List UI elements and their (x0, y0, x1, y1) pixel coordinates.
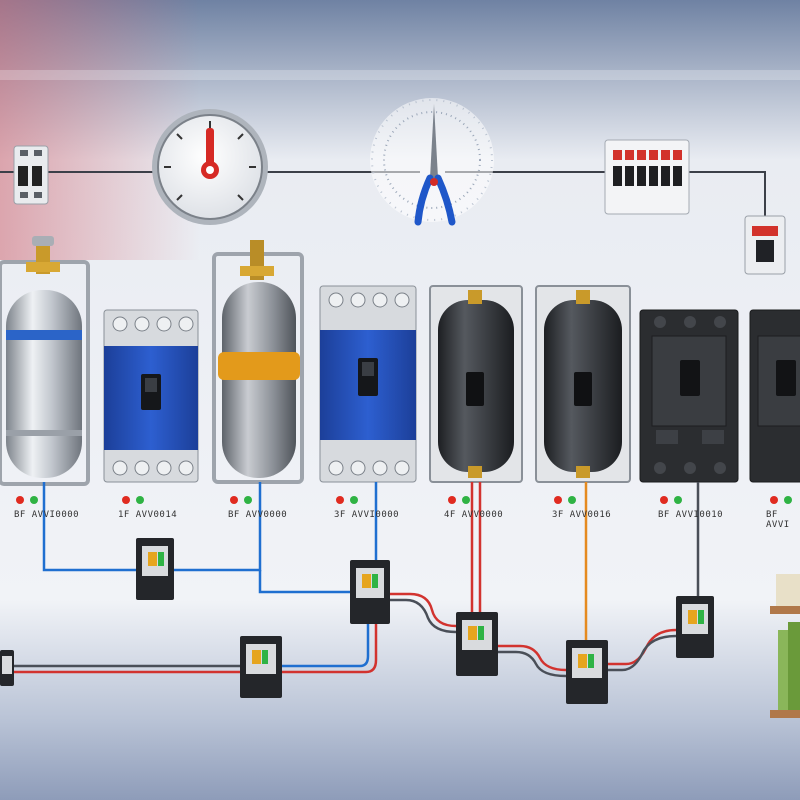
status-leds (16, 496, 792, 504)
component-label-3: BF AVV0000 (228, 510, 288, 520)
component-label-2: 1F AVV0014 (118, 510, 178, 520)
module-6 (676, 596, 714, 658)
dark-cylinder-breaker-1 (429, 285, 523, 483)
black-breaker-1 (639, 309, 739, 483)
shelf-binders (770, 574, 800, 718)
component-label-7: BF AVVI0010 (658, 510, 724, 520)
component-label-6: 3F AVV0016 (552, 510, 612, 520)
module-2 (350, 560, 390, 624)
module-3 (240, 636, 282, 698)
dark-cylinder-breaker-2 (535, 285, 631, 483)
black-breaker-2 (749, 309, 800, 483)
module-4 (456, 612, 498, 676)
gauge-needle (206, 128, 214, 168)
pliers-icon (414, 104, 456, 226)
blue-breaker-1 (103, 309, 199, 483)
gas-cylinder-2 (212, 240, 304, 484)
right-small-breaker (744, 215, 786, 275)
component-label-8: BF AVVI (766, 510, 790, 530)
component-label-4: 3F AVVI0000 (334, 510, 400, 520)
component-label-1: BF AVVI0000 (14, 510, 80, 520)
top-bus-line (0, 171, 766, 218)
top-left-breaker (13, 145, 49, 205)
blue-breaker-2 (319, 285, 417, 483)
module-5 (566, 640, 608, 704)
background-band (0, 70, 800, 80)
module-left-edge (0, 650, 14, 686)
component-label-5: 4F AVV0000 (444, 510, 504, 520)
module-1 (136, 538, 174, 600)
pressure-gauge (152, 109, 268, 225)
top-right-breaker-strip (604, 139, 690, 215)
